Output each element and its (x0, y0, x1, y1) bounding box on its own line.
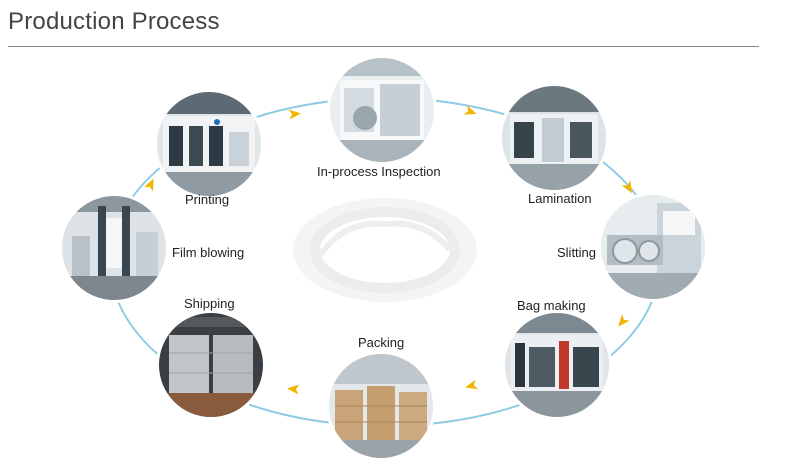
stage-image-lamination (502, 86, 606, 190)
stage-label-lamination: Lamination (528, 191, 592, 206)
stage-label-film-blowing: Film blowing (172, 245, 245, 260)
stage-image-inspection (330, 58, 434, 162)
stage-label-bag-making: Bag making (517, 298, 586, 313)
stage-label-slitting: Slitting (557, 245, 597, 260)
watermark-logo (293, 198, 477, 302)
title-divider (8, 46, 759, 47)
stage-image-packing (329, 354, 433, 458)
stage-image-slitting (601, 195, 705, 299)
flow-arrow-lamination-to-slitting (618, 177, 640, 199)
flow-arrow-film-blowing-to-printing (140, 173, 161, 194)
flow-arrow-slitting-to-bag-making (611, 311, 634, 334)
flow-arrow-inspection-to-lamination (461, 102, 482, 123)
flow-arrow-bag-making-to-packing (461, 376, 481, 396)
stage-image-printing (157, 92, 261, 196)
stage-label-printing: Printing (185, 192, 230, 207)
stage-label-shipping: Shipping (184, 296, 235, 311)
flow-arrow-packing-to-shipping (284, 380, 301, 397)
stage-label-packing: Packing (358, 335, 405, 350)
stage-image-film-blowing (62, 196, 166, 300)
flow-arrow-printing-to-inspection (286, 105, 303, 122)
page-title: Production Process (8, 8, 220, 35)
stage-label-inspection: In-process Inspection (317, 164, 441, 179)
stage-image-bag-making (505, 313, 609, 417)
stage-image-shipping (159, 313, 263, 417)
